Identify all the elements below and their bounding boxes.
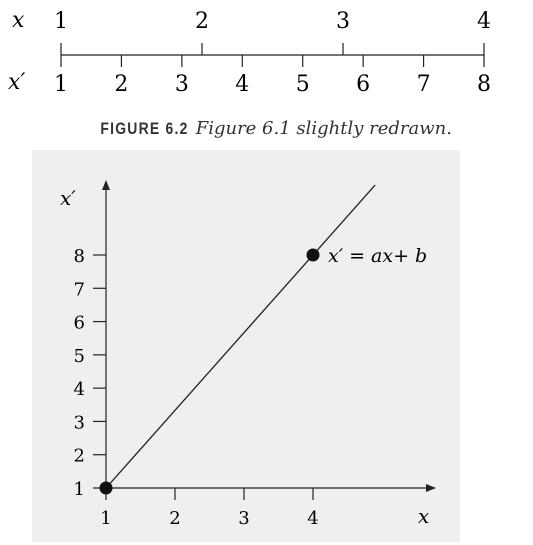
ruler-xprime-tick-label: 2 bbox=[114, 72, 128, 97]
ruler-x-tick-label: 1 bbox=[54, 9, 68, 34]
plot-background bbox=[32, 150, 460, 542]
ruler-xprime-tick-label: 5 bbox=[296, 72, 310, 97]
x-axis-arrow-icon bbox=[426, 484, 436, 492]
scale-ruler: x x′ 1 2 3 4 5 6 7 8 1 2 3 4 bbox=[8, 8, 491, 97]
ruler-xprime-label: x′ bbox=[8, 70, 25, 95]
ruler-x-tick-label: 2 bbox=[195, 9, 209, 34]
ruler-xprime-tick-label: 4 bbox=[235, 72, 249, 97]
x-tick-label: 3 bbox=[238, 508, 249, 529]
equation-annotation: x′ = ax+ b bbox=[328, 245, 427, 267]
ruler-xprime-tick-label: 7 bbox=[417, 72, 431, 97]
x-tick-label: 4 bbox=[307, 508, 318, 529]
data-point bbox=[99, 481, 113, 495]
x-axis-label: x bbox=[418, 504, 429, 528]
series-line bbox=[105, 184, 376, 489]
ruler-x-tick-label: 4 bbox=[477, 9, 491, 34]
y-axis-label: x′ bbox=[60, 186, 76, 210]
y-tick-label: 2 bbox=[74, 446, 85, 467]
x-tick-label: 2 bbox=[169, 508, 180, 529]
y-tick-label: 7 bbox=[74, 279, 85, 300]
y-tick-label: 6 bbox=[74, 313, 85, 334]
y-tick-label: 3 bbox=[74, 412, 85, 433]
ruler-xprime-tick-label: 1 bbox=[54, 72, 68, 97]
caption-text: Figure 6.1 slightly redrawn. bbox=[195, 118, 452, 139]
ruler-x-tick-label: 3 bbox=[336, 9, 350, 34]
ruler-xprime-tick-label: 6 bbox=[356, 72, 370, 97]
ruler-xprime-tick-label: 8 bbox=[477, 72, 491, 97]
y-tick-label: 8 bbox=[74, 246, 85, 267]
figure-caption: FIGURE 6.2 Figure 6.1 slightly redrawn. bbox=[0, 118, 533, 139]
x-tick-label: 1 bbox=[100, 508, 111, 529]
ruler-xprime-tick-label: 3 bbox=[175, 72, 189, 97]
data-point bbox=[306, 248, 320, 262]
y-tick-label: 5 bbox=[74, 346, 85, 367]
y-axis-arrow-icon bbox=[102, 180, 110, 190]
y-tick-label: 4 bbox=[74, 379, 85, 400]
ruler-x-label: x bbox=[12, 8, 25, 33]
caption-label: FIGURE 6.2 bbox=[100, 119, 189, 138]
y-tick-label: 1 bbox=[74, 479, 85, 500]
